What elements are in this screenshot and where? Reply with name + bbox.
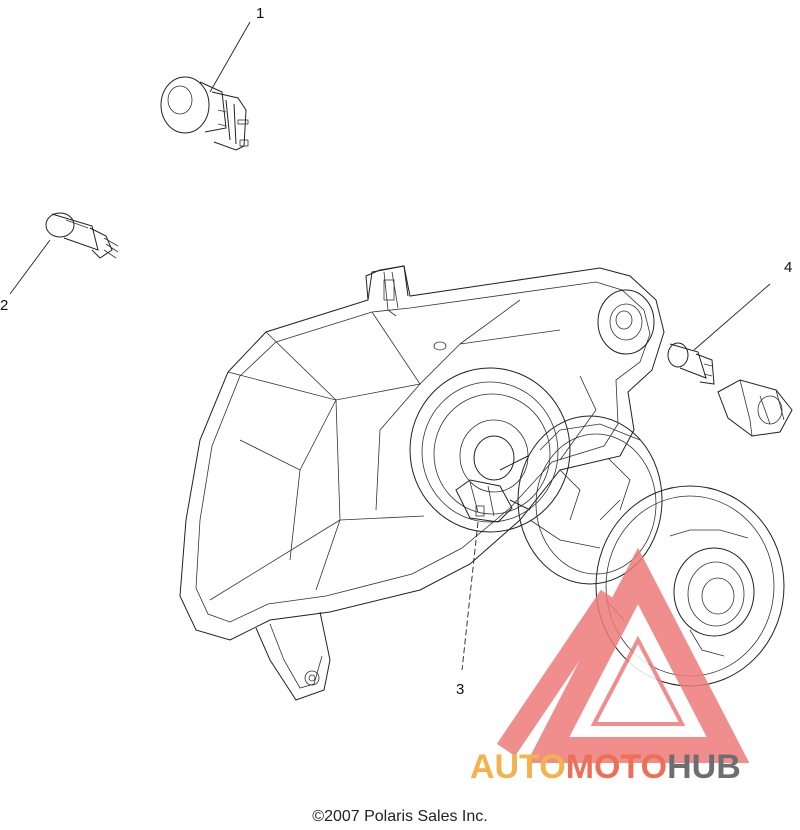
callout-4-leader [693, 283, 771, 351]
callout-3: 3 [456, 681, 464, 698]
watermark-logo [496, 547, 750, 763]
copyright-text: ©2007 Polaris Sales Inc. [312, 808, 488, 825]
reflector-socket [409, 367, 571, 533]
dust-cover [499, 415, 663, 585]
part-4-bulb [667, 342, 715, 385]
callout-1-leader [209, 21, 251, 93]
part-2-bulb [45, 212, 119, 259]
callout-3-leader [461, 521, 479, 671]
watermark-text: AUTOMOTOHUB [470, 748, 741, 787]
part-1-bulb [160, 76, 249, 151]
watermark-hub: HUB [667, 748, 741, 786]
callout-1: 1 [256, 5, 264, 22]
watermark-auto: AUTO [470, 748, 566, 786]
callout-2-leader [9, 239, 51, 295]
watermark-moto: MOTO [565, 748, 668, 786]
headlight-housing [179, 265, 665, 701]
callout-4: 4 [784, 259, 792, 276]
bulb-socket [717, 379, 793, 437]
callout-2: 2 [0, 297, 8, 314]
